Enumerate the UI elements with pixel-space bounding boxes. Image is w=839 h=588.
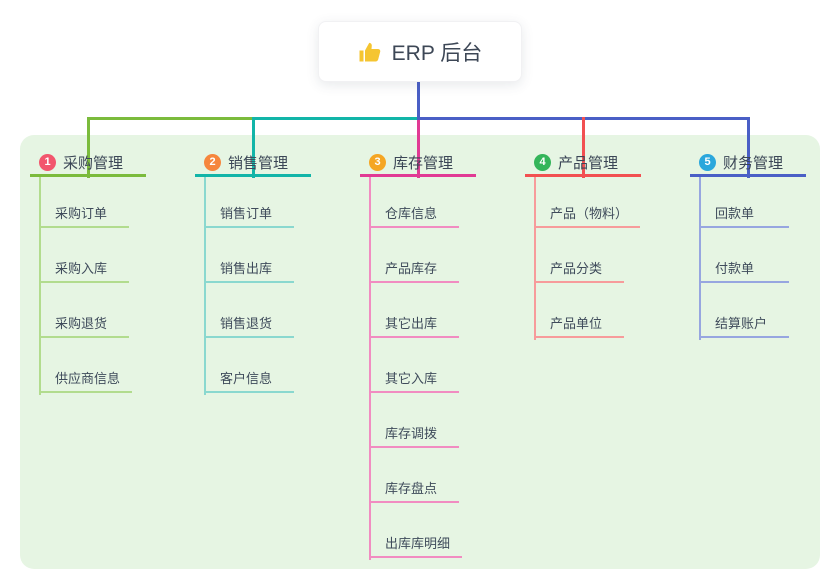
branch-inventory-management: 3 库存管理 仓库信息 产品库存 其它出库 其它入库 库存调拨 库存盘点 出库库… <box>360 150 520 560</box>
badge-number: 3 <box>369 153 386 171</box>
mindmap-node[interactable]: 销售退货 <box>204 312 294 338</box>
connector-root-vertical <box>417 82 420 118</box>
branch-label: 财务管理 <box>723 154 784 172</box>
mindmap-node[interactable]: 其它出库 <box>369 312 459 338</box>
branch-sales-management: 2 销售管理 销售订单 销售出库 销售退货 客户信息 <box>195 150 355 395</box>
mindmap-node[interactable]: 产品（物料） <box>534 202 641 228</box>
thumbs-up-icon <box>358 40 382 64</box>
branch-label: 产品管理 <box>558 154 619 172</box>
mindmap-node[interactable]: 付款单 <box>699 257 789 283</box>
mindmap-node[interactable]: 其它入库 <box>369 367 459 393</box>
connector-drop-inventory <box>417 120 420 178</box>
connector-drop-purchase <box>87 117 90 178</box>
badge-number: 4 <box>534 153 551 171</box>
connector-children-vertical <box>699 177 701 340</box>
mindmap-node[interactable]: 库存调拨 <box>369 422 459 448</box>
branch-header[interactable]: 5 财务管理 <box>690 150 806 177</box>
connector-children-vertical <box>369 177 371 560</box>
mindmap-node[interactable]: 产品单位 <box>534 312 624 338</box>
badge-number: 5 <box>699 153 716 171</box>
connector-drop-product <box>582 117 585 178</box>
connector-drop-finance <box>747 117 750 178</box>
mindmap-node[interactable]: 采购退货 <box>39 312 129 338</box>
badge-number: 2 <box>204 153 221 171</box>
connector-bus-teal <box>254 117 417 120</box>
connector-children-vertical <box>39 177 41 395</box>
mindmap-node[interactable]: 仓库信息 <box>369 202 459 228</box>
mindmap-node[interactable]: 采购入库 <box>39 257 129 283</box>
root-title: ERP 后台 <box>391 41 483 65</box>
connector-children-vertical <box>204 177 206 395</box>
connector-children-vertical <box>534 177 536 340</box>
connector-drop-sales <box>252 117 255 178</box>
mindmap-node[interactable]: 回款单 <box>699 202 789 228</box>
branch-label: 库存管理 <box>393 154 454 172</box>
mindmap-node[interactable]: 库存盘点 <box>369 477 459 503</box>
mindmap-node[interactable]: 销售订单 <box>204 202 294 228</box>
mindmap-node[interactable]: 客户信息 <box>204 367 294 393</box>
mindmap-node[interactable]: 结算账户 <box>699 312 789 338</box>
branch-finance-management: 5 财务管理 回款单 付款单 结算账户 <box>690 150 839 340</box>
mindmap-node[interactable]: 出库库明细 <box>369 532 463 558</box>
mindmap-node[interactable]: 采购订单 <box>39 202 129 228</box>
badge-number: 1 <box>39 153 56 171</box>
branch-header[interactable]: 3 库存管理 <box>360 150 476 177</box>
branch-header[interactable]: 4 产品管理 <box>525 150 641 177</box>
branch-label: 采购管理 <box>63 154 124 172</box>
branch-product-management: 4 产品管理 产品（物料） 产品分类 产品单位 <box>525 150 685 340</box>
root-node-erp[interactable]: ERP 后台 <box>318 21 522 82</box>
mindmap-node[interactable]: 供应商信息 <box>39 367 133 393</box>
branch-header[interactable]: 1 采购管理 <box>30 150 146 177</box>
branches-background-panel <box>20 135 820 569</box>
connector-bus-green <box>87 117 255 120</box>
branch-purchase-management: 1 采购管理 采购订单 采购入库 采购退货 供应商信息 <box>30 150 190 395</box>
branch-header[interactable]: 2 销售管理 <box>195 150 311 177</box>
mindmap-node[interactable]: 产品库存 <box>369 257 459 283</box>
mindmap-node[interactable]: 产品分类 <box>534 257 624 283</box>
branch-label: 销售管理 <box>228 154 289 172</box>
mindmap-node[interactable]: 销售出库 <box>204 257 294 283</box>
